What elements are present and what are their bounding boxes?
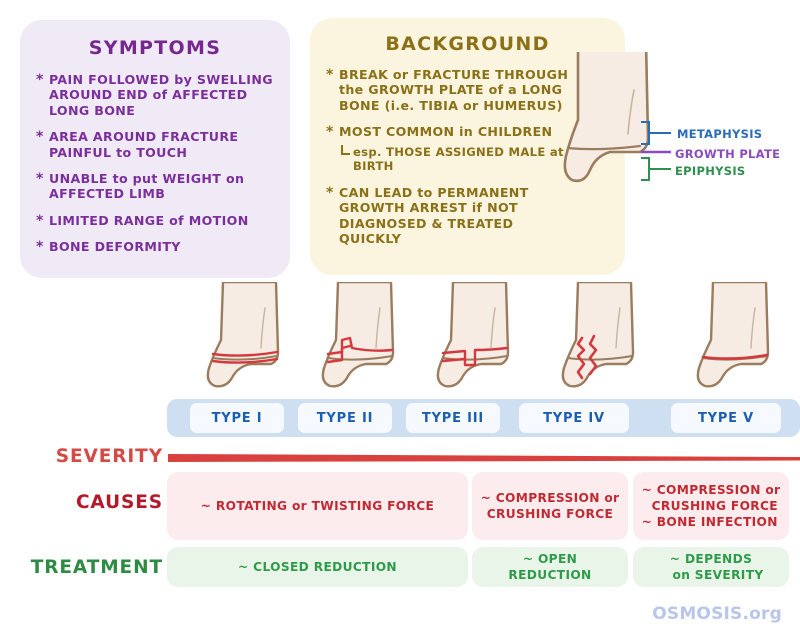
treatment-cell-3: ~ DEPENDS on SEVERITY <box>633 547 789 587</box>
cell-line: ~ BONE INFECTION <box>641 515 778 529</box>
list-item: AREA AROUND FRACTURE PAINFUL to TOUCH <box>36 129 278 160</box>
cell-line: on SEVERITY <box>672 568 764 582</box>
list-item: PAIN FOLLOWED by SWELLING AROUND END of … <box>36 72 278 118</box>
severity-row-label: SEVERITY <box>55 446 163 467</box>
bone-type-4-illustration <box>561 282 635 388</box>
cell-line: ~ CLOSED REDUCTION <box>238 560 397 574</box>
anatomy-brackets-icon <box>641 121 671 181</box>
treatment-cell-1: ~ CLOSED REDUCTION <box>167 547 468 587</box>
list-item: CAN LEAD to PERMANENT GROWTH ARREST if N… <box>326 185 576 247</box>
type-chip-5[interactable]: TYPE V <box>671 403 781 433</box>
type-chip-4[interactable]: TYPE IV <box>519 403 629 433</box>
causes-cell-1: ~ ROTATING or TWISTING FORCE <box>167 472 468 540</box>
treatment-row-label: TREATMENT <box>30 557 163 578</box>
bone-type-3-illustration <box>436 282 510 388</box>
cell-line: ~ DEPENDS <box>669 552 753 566</box>
bone-type-2-illustration <box>321 282 395 388</box>
cell-line: ~ ROTATING or TWISTING FORCE <box>200 499 435 513</box>
long-bone-illustration <box>563 52 650 183</box>
symptoms-list: PAIN FOLLOWED by SWELLING AROUND END of … <box>36 72 278 256</box>
anatomy-labels: METAPHYSIS GROWTH PLATE EPIPHYSIS <box>641 118 800 190</box>
background-list: BREAK or FRACTURE THROUGH the GROWTH PLA… <box>326 67 576 246</box>
label-metaphysis: METAPHYSIS <box>677 127 763 141</box>
cell-line: ~ OPEN REDUCTION <box>508 552 592 582</box>
cell-line: CRUSHING FORCE <box>486 507 614 521</box>
label-growth-plate: GROWTH PLATE <box>675 147 781 161</box>
severity-gradient-bar <box>168 454 800 462</box>
causes-cell-3: ~ COMPRESSION or CRUSHING FORCE ~ BONE I… <box>633 472 789 540</box>
bone-type-5-illustration <box>696 282 770 388</box>
type-chip-1[interactable]: TYPE I <box>190 403 284 433</box>
list-item: UNABLE to put WEIGHT on AFFECTED LIMB <box>36 171 278 202</box>
causes-cell-2: ~ COMPRESSION or CRUSHING FORCE <box>472 472 628 540</box>
type-chip-3[interactable]: TYPE III <box>406 403 500 433</box>
background-title: BACKGROUND <box>385 33 550 55</box>
bone-type-1-illustration <box>206 282 280 388</box>
symptoms-panel: SYMPTOMS PAIN FOLLOWED by SWELLING AROUN… <box>20 20 290 278</box>
treatment-cell-2: ~ OPEN REDUCTION <box>472 547 628 587</box>
cell-line: CRUSHING FORCE <box>651 499 778 513</box>
osmosis-logo: OSMOSIS.org <box>650 601 782 627</box>
osmosis-wordmark: OSMOSIS.org <box>652 604 782 624</box>
causes-row-label: CAUSES <box>75 492 163 513</box>
list-item: LIMITED RANGE of MOTION <box>36 213 278 230</box>
type-chip-2[interactable]: TYPE II <box>298 403 392 433</box>
label-epiphysis: EPIPHYSIS <box>675 164 746 178</box>
background-sub-note: esp. THOSE ASSIGNED MALE at BIRTH <box>340 144 576 174</box>
symptoms-title: SYMPTOMS <box>88 37 222 59</box>
cell-line: ~ COMPRESSION or <box>480 491 620 505</box>
list-item: BREAK or FRACTURE THROUGH the GROWTH PLA… <box>326 67 576 113</box>
cell-line: ~ COMPRESSION or <box>641 483 781 497</box>
list-item: BONE DEFORMITY <box>36 239 278 256</box>
fracture-type-illustrations <box>168 282 800 397</box>
type-label-bar: TYPE I TYPE II TYPE III TYPE IV TYPE V <box>167 399 800 437</box>
list-item: MOST COMMON in CHILDREN <box>326 124 576 141</box>
